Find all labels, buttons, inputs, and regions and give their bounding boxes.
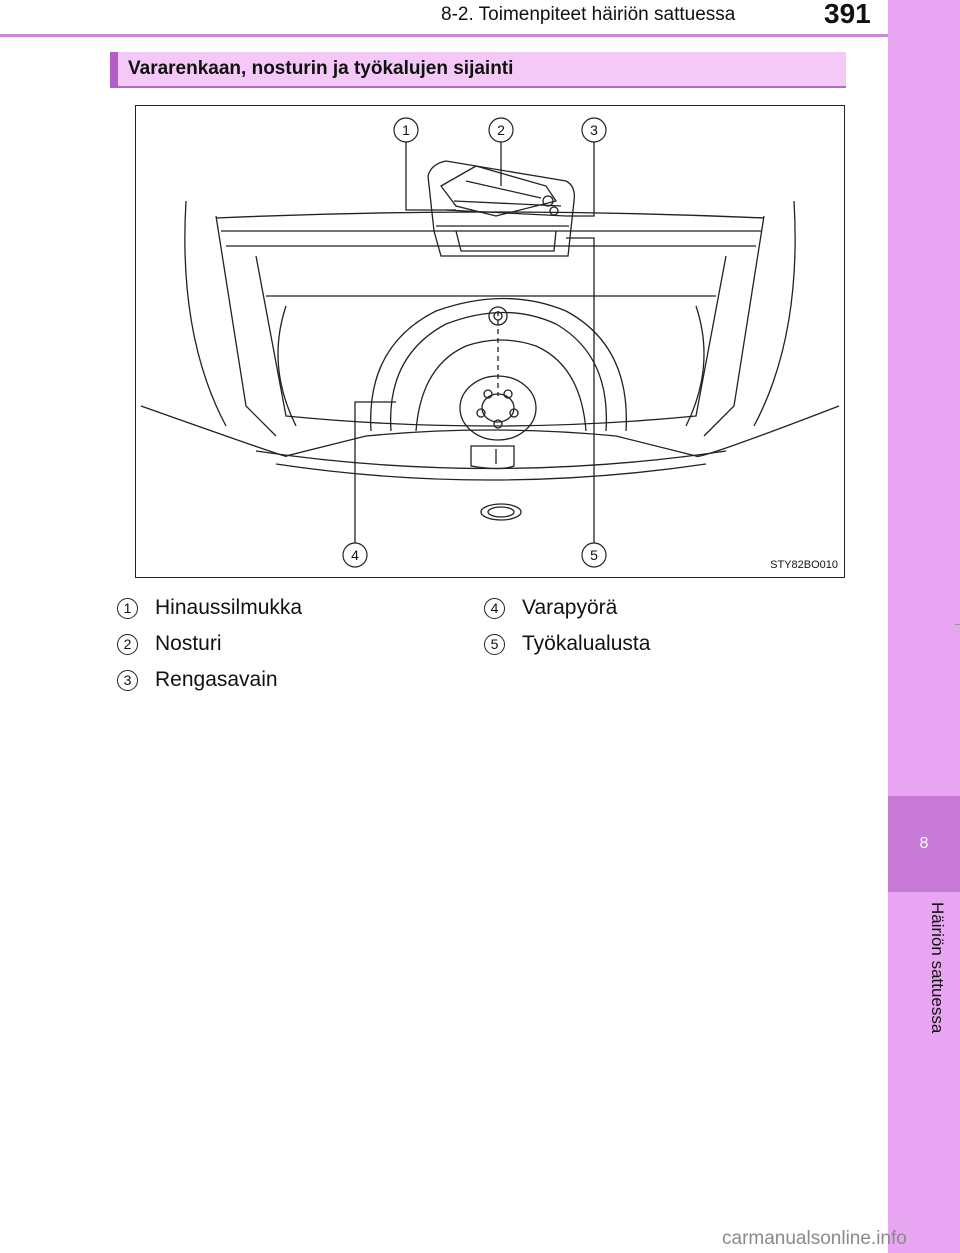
legend-number: 4 <box>484 597 505 619</box>
callout-2 <box>488 117 514 143</box>
callout-label-2: 2 <box>497 122 505 138</box>
legend-number: 1 <box>117 597 138 619</box>
header-rule <box>0 34 888 37</box>
legend-label: Varapyörä <box>522 596 618 619</box>
legend-item-wheel-wrench: 3 Rengasavain <box>117 667 278 693</box>
legend-item-jack: 2 Nosturi <box>117 631 222 657</box>
section-bar <box>110 52 846 88</box>
callout-label-1: 1 <box>402 122 410 138</box>
callout-4 <box>342 542 368 568</box>
legend-number: 3 <box>117 669 138 691</box>
callout-5 <box>581 542 607 568</box>
section-title: Vararenkaan, nosturin ja työkalujen sija… <box>128 58 514 79</box>
callout-label-3: 3 <box>590 122 598 138</box>
figure-code: STY82BO010 <box>770 559 838 571</box>
trunk-illustration: 1 2 3 4 5 STY82BO010 <box>135 105 845 578</box>
page-number: 391 <box>824 0 871 29</box>
side-tick <box>955 624 960 625</box>
legend-item-tow-eye: 1 Hinaussilmukka <box>117 595 302 621</box>
callout-1 <box>393 117 419 143</box>
running-header: 8-2. Toimenpiteet häiriön sattuessa <box>441 4 736 25</box>
callout-label-5: 5 <box>590 547 598 563</box>
side-tab-strip <box>888 0 960 1253</box>
callout-3 <box>581 117 607 143</box>
section-accent <box>110 52 118 88</box>
legend-item-spare-tire: 4 Varapyörä <box>484 595 617 621</box>
trunk-drawing: 1 2 3 4 5 <box>140 117 840 568</box>
legend-label: Nosturi <box>155 632 222 655</box>
watermark-link[interactable]: carmanualsonline.info <box>722 1228 907 1249</box>
legend-label: Työkalualusta <box>522 632 651 655</box>
legend-number: 5 <box>484 633 505 655</box>
chapter-number: 8 <box>919 835 929 852</box>
legend-item-tool-tray: 5 Työkalualusta <box>484 631 650 657</box>
chapter-tab[interactable]: 8 <box>888 796 960 892</box>
callout-label-4: 4 <box>351 547 359 563</box>
legend-number: 2 <box>117 633 138 655</box>
legend-label: Hinaussilmukka <box>155 596 303 619</box>
legend-label: Rengasavain <box>155 668 278 691</box>
chapter-label: Häiriön sattuessa <box>928 902 947 1034</box>
